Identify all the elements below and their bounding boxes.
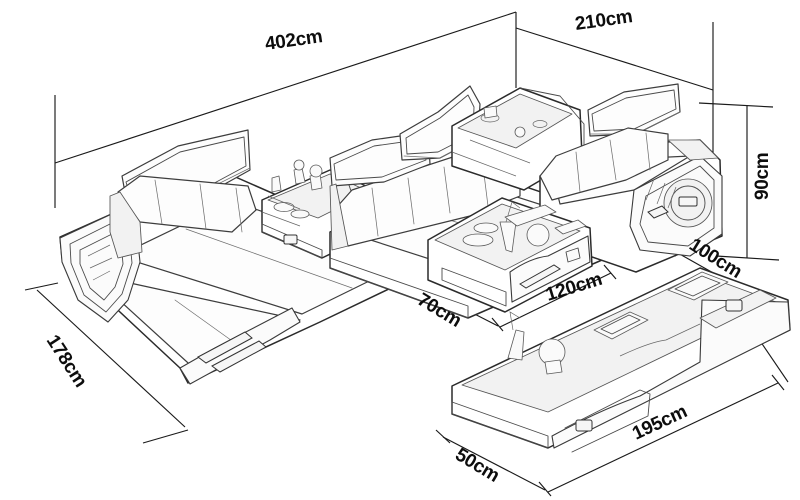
console-surface-groove — [619, 323, 701, 357]
extension-line-90-top — [698, 102, 774, 108]
right-arm-headrest — [587, 83, 681, 137]
console-table-face-inner — [564, 389, 651, 453]
console-cup — [271, 175, 282, 193]
right-arm-top-shelf — [667, 139, 719, 161]
corner-module-cup-holder-2 — [532, 120, 548, 128]
console-table-switch-right — [725, 299, 743, 312]
console-plant-1 — [293, 159, 305, 171]
corner-module-plant — [514, 126, 526, 138]
three-seat-back-panel — [329, 183, 349, 251]
console-vase — [293, 167, 306, 185]
coffee-table-vase — [499, 221, 517, 253]
extension-tick-70-b — [491, 317, 504, 332]
coffee-table-slot-2 — [565, 247, 581, 263]
console-table-face-panel — [551, 299, 791, 449]
coffee-table-plate-2 — [473, 222, 499, 234]
console-picture-frame-2 — [667, 271, 729, 301]
three-seat-headrest-left-inner — [333, 138, 427, 181]
right-arm-groove-1 — [647, 205, 669, 219]
extension-tick-195-b — [771, 374, 785, 391]
right-arm-oval-cutout-inner — [670, 185, 706, 221]
coffee-table-slot-1 — [519, 264, 561, 289]
extension-line-178-bottom — [142, 429, 189, 444]
corner-module-back — [519, 87, 585, 157]
coffee-table-front-edge — [441, 267, 507, 307]
dimension-label-210: 210cm — [574, 6, 634, 35]
console-tray-lines — [261, 195, 301, 227]
console-saucer-1 — [273, 202, 295, 212]
corner-module-ornament — [483, 105, 498, 119]
three-seat-backrest-seams — [371, 157, 489, 237]
chaise-seat-seam-1 — [185, 228, 353, 289]
right-armchair — [539, 83, 723, 273]
right-arm-headrest-inner — [591, 89, 677, 132]
console-plant-pot — [544, 359, 563, 375]
right-arm-cutout-detail — [678, 196, 698, 207]
coffee-table-tray — [504, 204, 557, 227]
coffee-table — [427, 197, 593, 313]
side-console-switch — [283, 234, 298, 245]
console-picture-frame-1-inner — [600, 314, 641, 335]
console-vase-stem — [509, 311, 521, 331]
dimension-label-90: 90cm — [752, 153, 773, 200]
dimension-label-178: 178cm — [42, 331, 91, 391]
extension-tick-50-a — [435, 429, 451, 444]
extension-tick-50-b — [538, 481, 552, 497]
right-arm-backrest — [539, 127, 669, 201]
chaise-back-left-panel — [109, 191, 143, 259]
dimension-label-195: 195cm — [629, 401, 690, 444]
console-table-switch-left — [575, 419, 593, 432]
coffee-table-book — [554, 219, 587, 235]
extension-tick-120-b — [603, 264, 617, 280]
extension-line-178-top — [24, 282, 59, 291]
dimension-line-210 — [515, 27, 714, 91]
dimension-line-402 — [54, 11, 517, 164]
coffee-table-vase-flower — [505, 201, 521, 223]
chaise-bolster-seams — [154, 179, 243, 233]
console-plant-2 — [309, 164, 323, 178]
coffee-table-plant — [526, 223, 550, 247]
dimension-line-178 — [36, 289, 186, 428]
corner-module-surface — [457, 93, 573, 149]
dimension-label-50: 50cm — [451, 444, 502, 486]
right-arm-grooves — [645, 178, 677, 209]
coffee-table-plate-1 — [462, 233, 494, 247]
side-console-front-edge — [261, 223, 323, 259]
three-seat-front-edge — [329, 257, 469, 319]
chaise-side-panel-grooves — [87, 244, 113, 281]
dimension-line-50 — [442, 436, 546, 491]
chaise-front-slot-2 — [211, 340, 267, 373]
dimension-line-195 — [547, 382, 779, 493]
console-table-front-edge — [451, 401, 549, 449]
chaise-front-slot-1 — [197, 331, 253, 364]
right-arm-backrest-seams — [575, 132, 651, 193]
corner-module-panel-lines — [451, 139, 531, 177]
extension-line-90-bottom — [715, 255, 780, 261]
console-table — [451, 267, 791, 453]
console-picture-frame-2-inner — [674, 275, 721, 297]
chaise-seat-seam-2 — [174, 299, 236, 344]
dimension-line-120 — [499, 272, 612, 328]
console-vase-slim — [507, 329, 525, 361]
dimension-label-402: 402cm — [264, 26, 324, 55]
right-arm-side-panel-inner — [639, 165, 715, 247]
console-saucer-2 — [290, 209, 310, 219]
